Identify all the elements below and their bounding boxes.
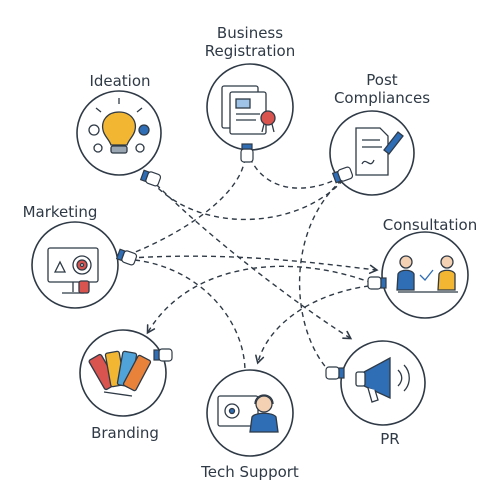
signed-document-pen-icon: [355, 127, 404, 176]
hand-pointer-icon: [153, 348, 173, 362]
marketing-label: Marketing: [22, 203, 98, 221]
connector-business-registration-post-compliances: [249, 157, 343, 189]
megaphone-icon: [355, 356, 410, 403]
ideation-label: Ideation: [89, 72, 151, 90]
tech-support-label: Tech Support: [201, 463, 299, 481]
business-registration-label-line-1: Business: [216, 24, 284, 42]
business-registration-label: Business Registration: [195, 24, 305, 60]
connector-consultation-tech-support: [255, 284, 379, 365]
post-compliances-label-line-2: Compliances: [333, 89, 431, 107]
consultation-circle: [381, 231, 469, 319]
post-compliances-label-line-1: Post: [366, 71, 398, 89]
hand-pointer-icon: [367, 276, 387, 290]
connector-marketing-tech-support: [134, 259, 246, 373]
lightbulb-icon: [88, 98, 150, 154]
presentation-target-icon: [47, 247, 99, 294]
branding-label: Branding: [91, 424, 159, 442]
hand-pointer-icon: [325, 366, 345, 380]
hand-pointer-icon: [240, 143, 254, 163]
documents-certificate-icon: [221, 85, 276, 135]
hand-pointer-icon: [115, 248, 138, 266]
meeting-people-icon: [396, 255, 458, 293]
color-swatches-icon: [88, 350, 152, 397]
pointing-hands: [115, 143, 387, 380]
business-registration-label-line-2: Registration: [204, 42, 296, 60]
connectors: [119, 157, 379, 373]
post-compliances-label: Post Compliances: [320, 71, 444, 107]
headset-agent-icon: [217, 394, 279, 433]
connector-ideation-pr: [149, 177, 353, 340]
connector-consultation-branding: [146, 265, 373, 335]
hand-pointer-icon: [331, 166, 354, 184]
pr-label: PR: [380, 430, 400, 448]
connector-marketing-consultation: [129, 255, 379, 274]
connector-post-compliances-pr: [298, 179, 343, 373]
consultation-label: Consultation: [382, 216, 478, 234]
hand-pointer-icon: [139, 169, 162, 187]
connector-ideation-post-compliances: [151, 177, 346, 221]
connector-business-registration-marketing: [119, 157, 246, 259]
